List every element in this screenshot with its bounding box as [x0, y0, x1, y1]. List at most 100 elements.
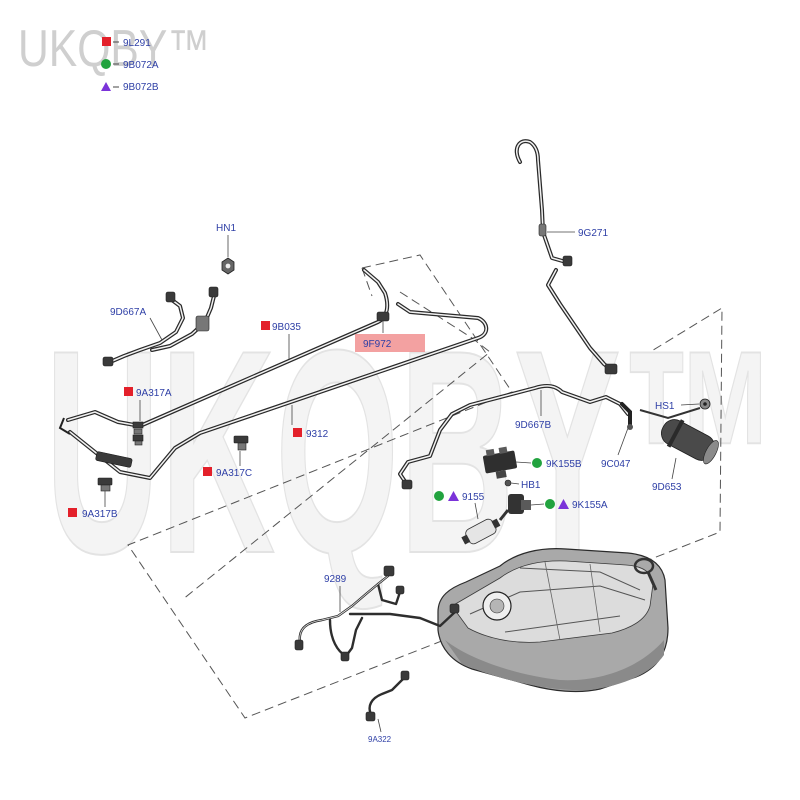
clip-part [233, 435, 249, 444]
connector [449, 603, 460, 614]
nut-hole [225, 263, 231, 269]
wire [376, 582, 402, 606]
red-square-icon [261, 321, 270, 330]
fitting-end [627, 424, 633, 430]
filler-neck [646, 571, 658, 591]
filter-9155 [461, 518, 501, 545]
fitting-9c047 [620, 402, 633, 430]
bracket-plate [95, 451, 133, 468]
clip-9a317b [97, 477, 113, 492]
clip-part [97, 477, 113, 486]
pipe-9g271 [514, 139, 618, 375]
clip-9a317a [132, 421, 144, 446]
label-9f972: 9F972 [363, 339, 392, 350]
label-9d653: 9D653 [652, 482, 682, 493]
connector [400, 670, 410, 681]
valve-stem [498, 509, 510, 521]
fuel-tank [437, 548, 669, 693]
nut-hn1 [221, 257, 235, 275]
tank-lower-shade [445, 640, 664, 691]
valve-body [508, 494, 524, 514]
label-9d667b: 9D667B [515, 420, 551, 431]
legend-label-9l291: 9L291 [123, 38, 151, 49]
purple-triangle-icon [448, 491, 459, 501]
label-9c047: 9C047 [601, 459, 631, 470]
leader-9k155a [530, 503, 545, 506]
leader-9d653 [671, 457, 677, 480]
part-markers [68, 321, 569, 517]
legend-green-circle-icon [101, 59, 111, 69]
connector [395, 585, 405, 595]
filler-neck-ring [633, 557, 655, 575]
connector [401, 479, 413, 490]
part-labels: HN1 9G271 9D667A 9B035 9F972 9A317A HS1 … [82, 223, 682, 744]
connector [208, 286, 219, 298]
tank-rib [544, 561, 601, 641]
connector [562, 255, 573, 267]
canister-bracket [639, 407, 701, 420]
pipe-9d667b-core [399, 385, 629, 487]
corner-watermark: UKQBY™ [18, 20, 210, 78]
wire [368, 676, 406, 718]
connector [294, 639, 304, 651]
label-9a317c: 9A317C [216, 468, 252, 479]
module-port [485, 448, 495, 457]
harness-9a322 [365, 670, 410, 722]
connector [604, 363, 618, 375]
leader-9k155b [515, 461, 532, 464]
label-hs1: HS1 [655, 401, 675, 412]
filter-cap [491, 518, 501, 529]
legend-label-9b072a: 9B072A [123, 60, 159, 71]
connector [383, 565, 395, 577]
connector [365, 711, 376, 722]
wire-core [299, 575, 389, 643]
label-9312: 9312 [306, 429, 329, 440]
connector [165, 291, 176, 303]
label-9b035: 9B035 [272, 322, 301, 333]
module-foot [495, 470, 507, 479]
red-square-icon [68, 508, 77, 517]
pipe-9d667a-branch-a-core [109, 299, 184, 363]
canister-end [703, 440, 719, 465]
pipe-bracket [58, 417, 133, 468]
connector [538, 223, 547, 237]
green-circle-icon [434, 491, 444, 501]
valve-9k155a [498, 494, 531, 521]
tank-rib [504, 615, 621, 633]
pipe-9d667b [398, 383, 630, 490]
leader-lines [104, 231, 700, 733]
leader-9d667a [149, 317, 163, 341]
label-9k155a: 9K155A [572, 500, 608, 511]
screw-hs1 [699, 398, 711, 410]
leader-hb1 [510, 482, 520, 485]
clip-part [132, 421, 144, 429]
label-9a317b: 9A317B [82, 509, 118, 520]
label-9k155b: 9K155B [546, 459, 582, 470]
harness-9289 [294, 565, 460, 662]
leader-9c047 [617, 427, 629, 456]
clip-9a317c [233, 435, 249, 451]
bracket-arm [58, 417, 71, 435]
clip-part [376, 311, 390, 322]
leader-9155 [474, 502, 479, 520]
clip-part [132, 434, 144, 442]
red-square-icon [293, 428, 302, 437]
canister-band [666, 419, 685, 448]
connector [102, 356, 114, 367]
label-9g271: 9G271 [578, 228, 608, 239]
dashed-outline-upper [361, 267, 373, 297]
purple-triangle-icon [558, 499, 569, 509]
wire [348, 610, 457, 628]
highlight-box-9f972 [355, 334, 425, 352]
label-hb1: HB1 [521, 480, 541, 491]
leader-hs1 [680, 403, 700, 406]
connector [340, 651, 350, 662]
module-9k155b [482, 446, 518, 479]
pipe-9312 [68, 302, 489, 480]
label-9a317a: 9A317A [136, 388, 172, 399]
label-9a322: 9A322 [368, 735, 392, 744]
green-circle-icon [545, 499, 555, 509]
pipe-9312-core [69, 303, 487, 479]
clip-part [237, 442, 247, 451]
screw-slot [703, 402, 707, 406]
